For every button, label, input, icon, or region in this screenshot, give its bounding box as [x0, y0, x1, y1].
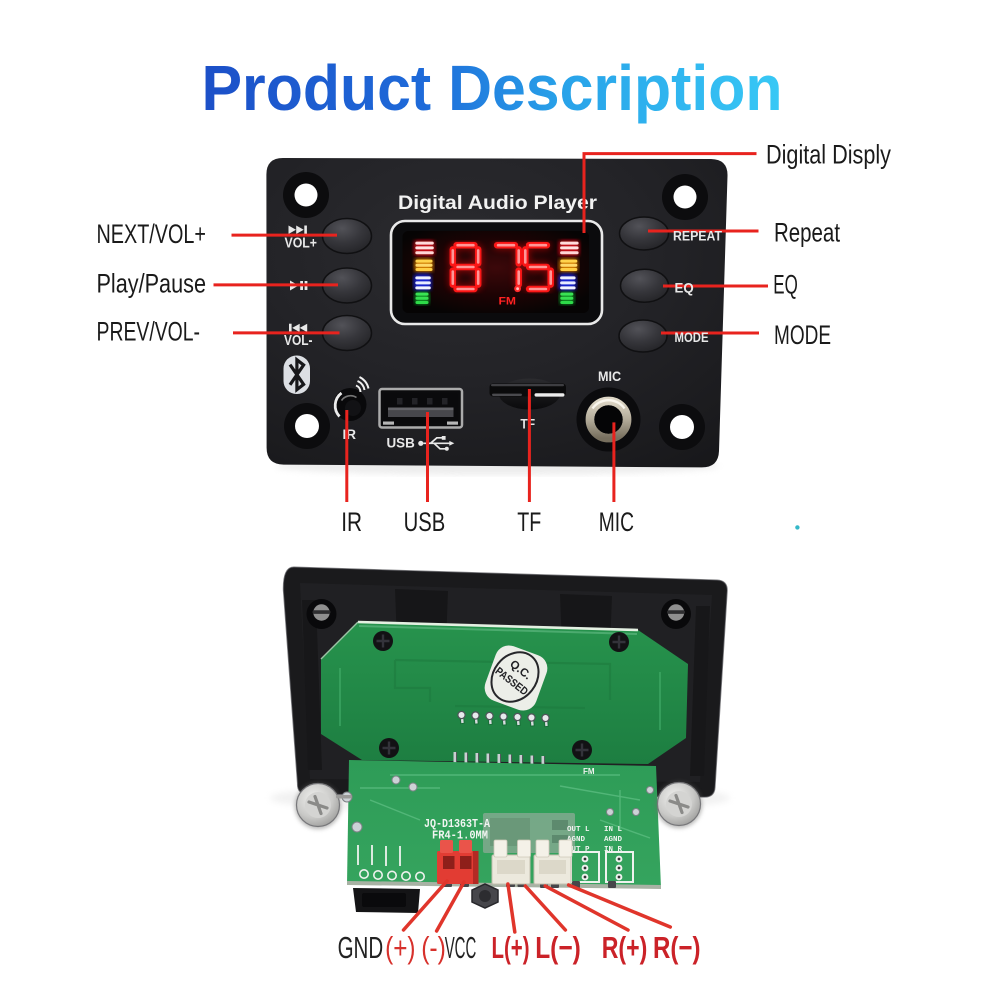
svg-text:MODE: MODE	[675, 330, 709, 345]
svg-text:FM: FM	[499, 296, 517, 308]
svg-text:AGND: AGND	[604, 836, 623, 844]
svg-text:OUT L: OUT L	[567, 826, 590, 834]
svg-text:R(+): R(+)	[602, 930, 648, 965]
svg-text:Repeat: Repeat	[774, 218, 840, 248]
svg-text:R(−): R(−)	[653, 930, 701, 965]
svg-text:OUT P: OUT P	[567, 846, 590, 854]
svg-text:AGND: AGND	[567, 836, 586, 844]
svg-text:VOL+: VOL+	[285, 236, 318, 252]
svg-text:Digital Disply: Digital Disply	[766, 140, 892, 170]
svg-text:PREV/VOL-: PREV/VOL-	[97, 317, 201, 347]
svg-text:(-): (-)	[421, 930, 446, 965]
svg-text:FM: FM	[583, 767, 595, 776]
svg-text:VOL-: VOL-	[284, 333, 313, 349]
svg-text:IN R: IN R	[604, 846, 623, 854]
svg-text:Product Description: Product Description	[202, 52, 783, 124]
svg-text:EQ: EQ	[773, 270, 798, 300]
svg-text:IR: IR	[343, 427, 357, 442]
svg-text:EQ: EQ	[675, 281, 694, 296]
svg-text:MIC: MIC	[598, 368, 621, 384]
svg-text:USB: USB	[387, 435, 415, 451]
svg-text:IR: IR	[341, 507, 362, 537]
svg-text:TF: TF	[517, 507, 541, 537]
svg-text:USB: USB	[404, 507, 446, 537]
svg-text:IN L: IN L	[604, 826, 623, 834]
svg-text:VCC: VCC	[445, 930, 477, 965]
svg-text:(+): (+)	[385, 930, 415, 965]
svg-text:MODE: MODE	[774, 320, 831, 350]
svg-text:MIC: MIC	[599, 507, 634, 537]
svg-text:Digital Audio Player: Digital Audio Player	[398, 192, 597, 214]
svg-text:REPEAT: REPEAT	[673, 229, 723, 244]
svg-text:GND: GND	[338, 930, 384, 965]
svg-text:FR4-1.0MM: FR4-1.0MM	[432, 829, 488, 843]
svg-text:JQ-D1363T-A: JQ-D1363T-A	[424, 817, 491, 831]
svg-text:NEXT/VOL+: NEXT/VOL+	[97, 219, 207, 249]
svg-text:L(−): L(−)	[535, 930, 581, 965]
svg-text:Play/Pause: Play/Pause	[97, 269, 207, 299]
svg-text:L(+): L(+)	[492, 930, 530, 965]
